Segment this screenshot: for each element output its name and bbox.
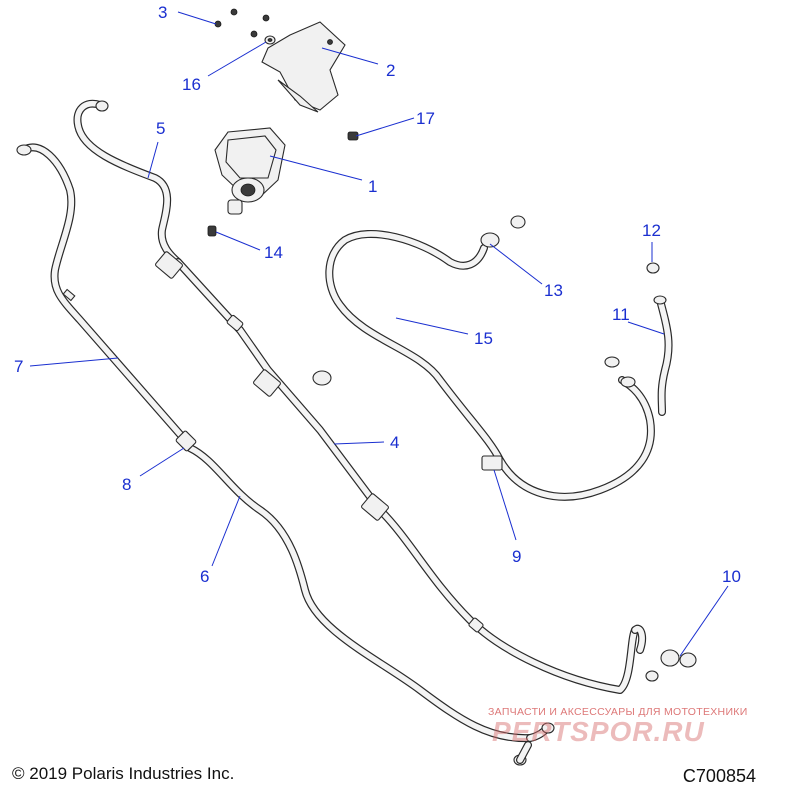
callout-7: 7: [14, 357, 23, 376]
bracket-2: [261, 21, 346, 113]
figure-code: C700854: [682, 766, 756, 786]
callout-16: 16: [182, 75, 201, 94]
callout-14: 14: [264, 243, 283, 262]
callout-15: 15: [474, 329, 493, 348]
clamp-13: [480, 215, 526, 248]
canister-1: [214, 127, 286, 215]
bolt-3: [214, 8, 270, 38]
clip-14: [207, 225, 217, 237]
callout-1: 1: [368, 177, 377, 196]
hose-11: [653, 295, 673, 416]
callout-8: 8: [122, 475, 131, 494]
clamp-9: [481, 455, 503, 471]
coupler-8: [175, 430, 197, 452]
callout-9: 9: [512, 547, 521, 566]
callout-17: 17: [416, 109, 435, 128]
callout-12: 12: [642, 221, 661, 240]
bolt-17: [347, 131, 359, 141]
washer-16: [264, 35, 276, 45]
callout-3: 3: [158, 3, 167, 22]
callout-4: 4: [390, 433, 399, 452]
callout-6: 6: [200, 567, 209, 586]
clamp-12: [646, 262, 660, 274]
hose-7: [16, 143, 189, 444]
callout-labels: 3 2 16 17 5 1 14 13 12 11 15 7 4 8 9 6 1…: [14, 3, 741, 586]
callout-11: 11: [612, 305, 630, 324]
hose-15: [325, 229, 655, 501]
hose-4: [174, 258, 647, 694]
hose-clip: [155, 251, 636, 633]
clamp-10: [645, 649, 697, 682]
callout-10: 10: [722, 567, 741, 586]
callout-2: 2: [386, 61, 395, 80]
callout-13: 13: [544, 281, 563, 300]
hose-5: [73, 99, 182, 266]
copyright-text: © 2019 Polaris Industries Inc.: [12, 764, 235, 783]
watermark-tagline: ЗАПЧАСТИ И АКСЕССУАРЫ ДЛЯ МОТОТЕХНИКИ: [488, 706, 748, 718]
watermark-site: PERTSPOR.RU: [492, 716, 705, 747]
hose-6: [186, 444, 555, 766]
leader-lines: [29, 11, 729, 657]
callout-5: 5: [156, 119, 165, 138]
